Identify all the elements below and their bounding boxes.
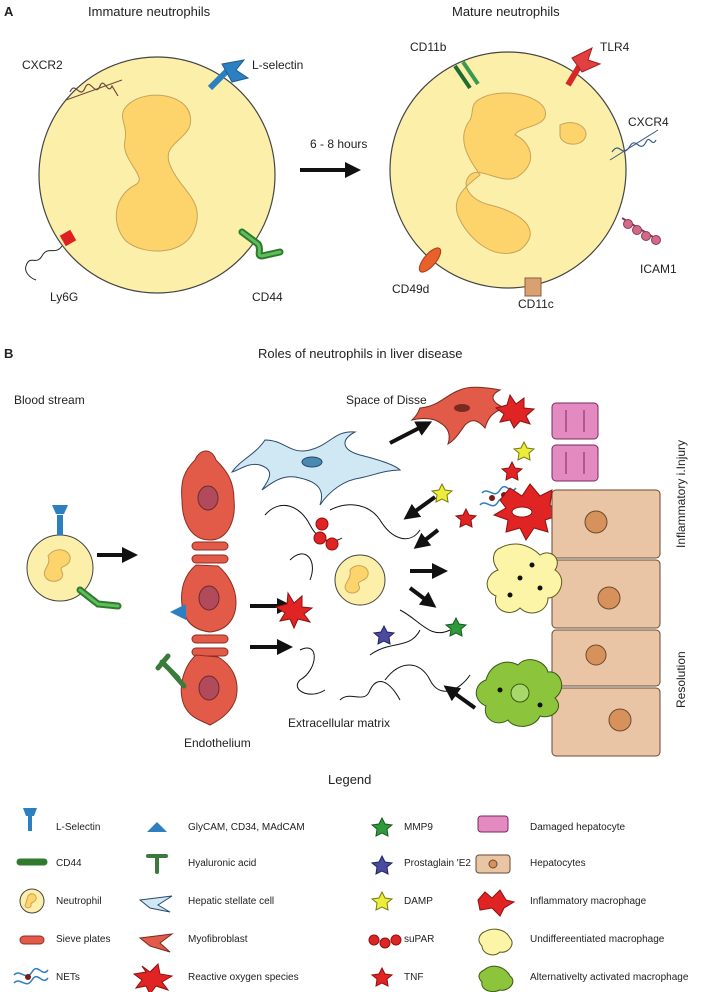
- cd11b-receptor: [453, 60, 480, 90]
- legend-item: Myofibroblast: [188, 934, 248, 945]
- ros-burst-2: [494, 393, 536, 429]
- label-icam1: ICAM1: [640, 262, 677, 276]
- legend-item: Prostaglain 'E2: [404, 858, 471, 869]
- inflammatory-injury-label: Inflammatory i.Injury: [674, 439, 688, 548]
- mmp9-star: [444, 616, 468, 637]
- panel-b-title: Roles of neutrophils in liver disease: [258, 346, 463, 361]
- cd11c-receptor: [524, 277, 542, 297]
- glycam-ligand: [170, 604, 186, 620]
- ly6g-receptor: [25, 229, 77, 281]
- arrow-resolution: [443, 685, 477, 710]
- legend-item: Damaged hepatocyte: [530, 822, 626, 833]
- label-cxcr2: CXCR2: [22, 58, 63, 72]
- damp-star: [430, 482, 454, 503]
- legend-title: Legend: [328, 772, 372, 787]
- label-ly6g: Ly6G: [50, 290, 79, 304]
- label-tlr4: TLR4: [600, 40, 630, 54]
- myofibroblast: [410, 386, 507, 446]
- tnf-star-2: [500, 460, 524, 481]
- endothelium-nuclei: [197, 485, 220, 701]
- legend-item: GlyCAM, CD34, MAdCAM: [188, 822, 305, 833]
- blood-neutrophil: [26, 505, 122, 610]
- legend-item: DAMP: [404, 896, 433, 907]
- label-cxcr4: CXCR4: [628, 115, 669, 129]
- legend-item: Inflammatory macrophage: [530, 896, 647, 907]
- hepatic-stellate-cell: [230, 431, 402, 506]
- arrow-damp: [403, 495, 437, 520]
- legend-item: Undiffereentiated macrophage: [530, 934, 665, 945]
- label-cd11b: CD11b: [410, 40, 447, 54]
- maturation-time-label: 6 - 8 hours: [310, 137, 368, 151]
- prostaglandin-star: [372, 624, 396, 645]
- legend-item: Alternativelty activated macrophage: [530, 972, 689, 983]
- hepatocyte-nuclei: [584, 510, 632, 732]
- cxcr2-receptor: [65, 79, 123, 101]
- panel-a-letter: A: [4, 4, 14, 19]
- damaged-hepatocytes: [551, 402, 599, 482]
- immature-neutrophil: [38, 56, 276, 294]
- hepatocytes: [551, 489, 661, 757]
- legend-icons: [13, 808, 516, 992]
- ros-burst: [274, 591, 314, 630]
- mature-neutrophil: [389, 51, 627, 289]
- tlr4-receptor: [565, 47, 602, 87]
- damp-star-2: [512, 440, 536, 461]
- alternatively-activated-macrophage: [475, 659, 563, 727]
- supar-cluster: [313, 517, 339, 551]
- resolution-label: Resolution: [674, 651, 688, 708]
- legend-item: suPAR: [404, 934, 435, 945]
- liver-neutrophil: [334, 554, 386, 606]
- legend-item: Neutrophil: [56, 896, 102, 907]
- legend-item: TNF: [404, 972, 424, 983]
- arrow-to-neutrophil: [413, 528, 440, 549]
- l-selectin-receptor: [207, 59, 250, 91]
- extracellular-matrix-label: Extracellular matrix: [288, 716, 391, 730]
- space-of-disse-label: Space of Disse: [346, 393, 427, 407]
- icam1-receptor: [621, 217, 661, 245]
- legend-item: L-Selectin: [56, 822, 101, 833]
- legend-item: Hepatic stellate cell: [188, 896, 275, 907]
- immature-title: Immature neutrophils: [88, 4, 211, 19]
- label-cd11c: CD11c: [518, 297, 554, 311]
- cd49d-receptor: [418, 247, 442, 273]
- label-cd49d: CD49d: [392, 282, 430, 296]
- legend-item: Sieve plates: [56, 934, 111, 945]
- tnf-star: [454, 507, 478, 528]
- legend-item: NETs: [56, 972, 80, 983]
- cd44-receptor: [238, 228, 284, 260]
- hyaluronic-acid: [155, 653, 187, 689]
- cxcr4-receptor: [609, 129, 659, 161]
- undifferentiated-macrophage: [486, 543, 563, 614]
- endothelium-label: Endothelium: [184, 736, 251, 750]
- mature-title: Mature neutrophils: [452, 4, 560, 19]
- arrow-to-ecm: [408, 586, 437, 608]
- panel-b-letter: B: [4, 346, 14, 361]
- legend-item: CD44: [56, 858, 82, 869]
- arrow-to-myofibroblast: [389, 421, 433, 445]
- legend-item: MMP9: [404, 822, 433, 833]
- legend-item: Hyaluronic acid: [188, 858, 257, 869]
- legend-item: Reactive oxygen species: [188, 972, 299, 983]
- inflammatory-macrophage: [492, 483, 561, 541]
- legend-item: Hepatocytes: [530, 858, 586, 869]
- label-cd44: CD44: [252, 290, 283, 304]
- blood-stream-label: Blood stream: [14, 393, 85, 407]
- label-l-selectin: L-selectin: [252, 58, 304, 72]
